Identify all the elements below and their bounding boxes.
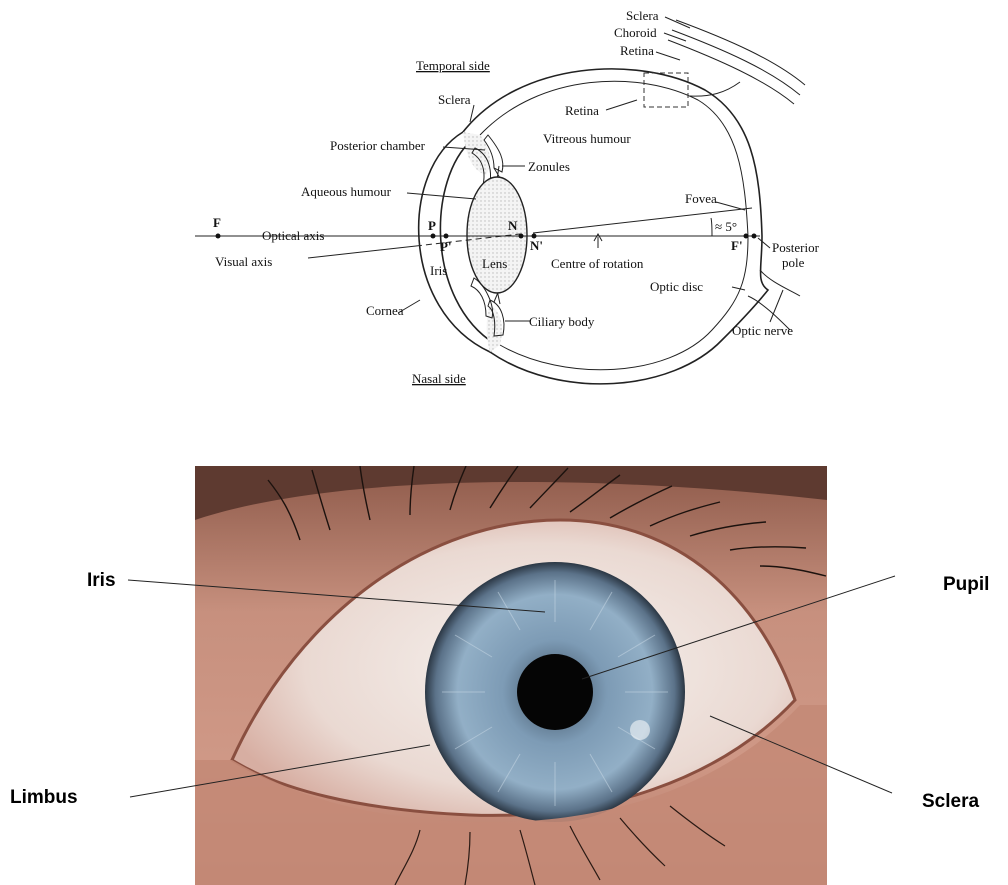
sclera-region xyxy=(463,132,490,175)
label-sclera-top: Sclera xyxy=(626,8,659,23)
point-p-prime xyxy=(444,234,449,239)
sclera-layer-curve xyxy=(676,20,805,85)
label-optical-axis: Optical axis xyxy=(262,228,324,243)
pupil-photo xyxy=(517,654,593,730)
label-retina-top: Retina xyxy=(620,43,654,58)
label-cornea: Cornea xyxy=(366,303,404,318)
photo-label-limbus: Limbus xyxy=(10,787,78,808)
label-optic-disc: Optic disc xyxy=(650,279,703,294)
label-visual-axis: Visual axis xyxy=(215,254,272,269)
photo-label-sclera: Sclera xyxy=(922,791,979,812)
point-posterior-pole xyxy=(752,234,757,239)
label-f: F xyxy=(213,215,221,230)
label-n: N xyxy=(508,218,518,233)
label-angle: ≈ 5° xyxy=(715,219,737,234)
eye-cross-section-diagram: Temporal side Nasal side Sclera Choroid … xyxy=(195,8,820,386)
angle-arc xyxy=(711,218,712,236)
label-retina-inner: Retina xyxy=(565,103,599,118)
label-nasal-side: Nasal side xyxy=(412,371,466,386)
point-f xyxy=(216,234,221,239)
label-iris: Iris xyxy=(430,263,447,278)
point-n xyxy=(519,234,524,239)
label-sclera: Sclera xyxy=(438,92,471,107)
label-vitreous-humour: Vitreous humour xyxy=(543,131,631,146)
visual-axis-line xyxy=(308,246,416,258)
retina-inset-box xyxy=(644,73,688,107)
label-n-prime: N' xyxy=(530,238,543,253)
label-f-prime: F' xyxy=(731,238,743,253)
label-posterior-chamber: Posterior chamber xyxy=(330,138,426,153)
label-p-prime: P' xyxy=(440,239,452,254)
point-p xyxy=(431,234,436,239)
label-ciliary-body: Ciliary body xyxy=(529,314,595,329)
label-centre-of-rotation: Centre of rotation xyxy=(551,256,644,271)
inset-pointer xyxy=(690,82,740,96)
photo-label-iris: Iris xyxy=(87,570,116,591)
label-aqueous-humour: Aqueous humour xyxy=(301,184,392,199)
label-zonules: Zonules xyxy=(528,159,570,174)
label-temporal-side: Temporal side xyxy=(416,58,490,73)
label-optic-nerve: Optic nerve xyxy=(732,323,793,338)
label-fovea: Fovea xyxy=(685,191,717,206)
label-p: P xyxy=(428,218,436,233)
optic-nerve-shape xyxy=(748,270,800,330)
lens-shape xyxy=(467,177,527,293)
corneal-highlight xyxy=(630,720,650,740)
eye-photograph xyxy=(195,466,827,885)
label-choroid: Choroid xyxy=(614,25,657,40)
label-lens: Lens xyxy=(482,256,507,271)
photo-label-pupil: Pupil xyxy=(943,574,989,595)
point-f-prime xyxy=(744,234,749,239)
